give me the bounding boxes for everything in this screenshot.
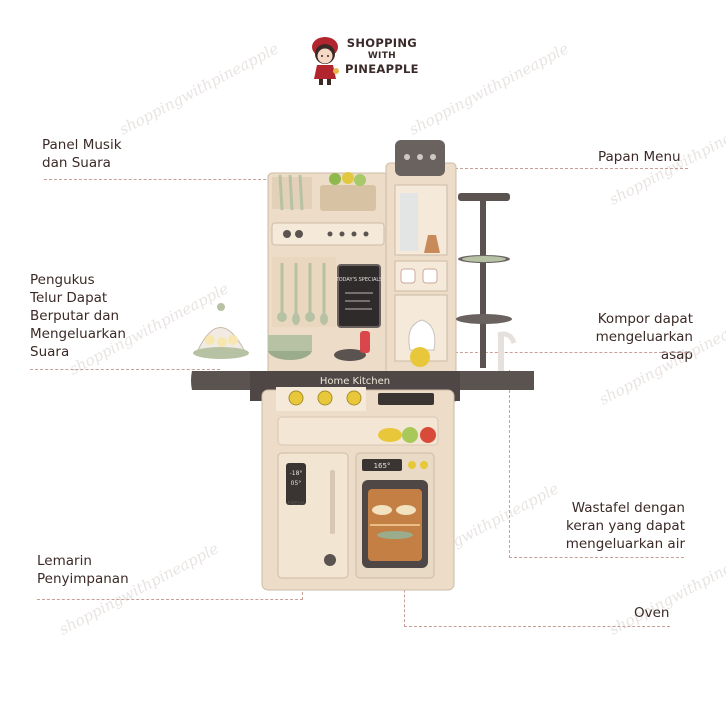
leader-line-panel-musik [44, 179, 316, 180]
brand-logo: SHOPPING WITH PINEAPPLE [305, 33, 425, 88]
girl-mascot-icon [312, 37, 339, 85]
label-oven: Oven [634, 605, 670, 621]
label-wastafel: Wastafel dengan keran yang dapat mengelu… [565, 500, 685, 552]
specials-board [337, 264, 381, 328]
label-pengukus: Pengukus Telur Dapat Berputar dan Mengel… [30, 272, 126, 360]
counter-brand-label: Home Kitchen [320, 376, 390, 387]
oven-display: 165° [374, 462, 391, 470]
kitchen-toy-illustration: TODAY'S SPECIALS Home Kitchen -18° 05° [191, 140, 534, 591]
vegetable-basket [320, 185, 376, 211]
leader-line-papan-menu [410, 168, 688, 169]
watermark: shoppingwithpineapple [406, 39, 572, 139]
brand-line-2: WITH [367, 51, 396, 61]
leader-line-oven [404, 626, 670, 627]
leader-line-kompor [440, 352, 692, 353]
brand-line-3: PINEAPPLE [345, 62, 419, 76]
brand-line-1: SHOPPING [346, 36, 418, 50]
watermark: shoppingwithpineapple [116, 39, 282, 139]
brand-name: SHOPPING WITH PINEAPPLE [345, 37, 419, 76]
label-papan-menu: Papan Menu [598, 149, 681, 165]
fridge-display-1: -18° [290, 470, 303, 477]
watermark: shoppingwithpineapple [606, 539, 726, 639]
label-lemari: Lemarin Penyimpanan [37, 553, 129, 587]
leader-line-wastafel-v [509, 370, 510, 558]
label-panel-musik: Panel Musik dan Suara [42, 137, 122, 171]
leader-line-pengukus [30, 369, 220, 370]
fridge-label: FRESH [288, 501, 305, 507]
fridge-display-2: 05° [291, 480, 302, 487]
specials-board-label: TODAY'S SPECIALS [335, 277, 383, 283]
leader-line-wastafel [509, 557, 684, 558]
label-kompor: Kompor dapat mengeluarkan asap [595, 311, 693, 363]
leader-line-oven-v [404, 565, 405, 627]
leader-line-lemari [37, 599, 303, 600]
